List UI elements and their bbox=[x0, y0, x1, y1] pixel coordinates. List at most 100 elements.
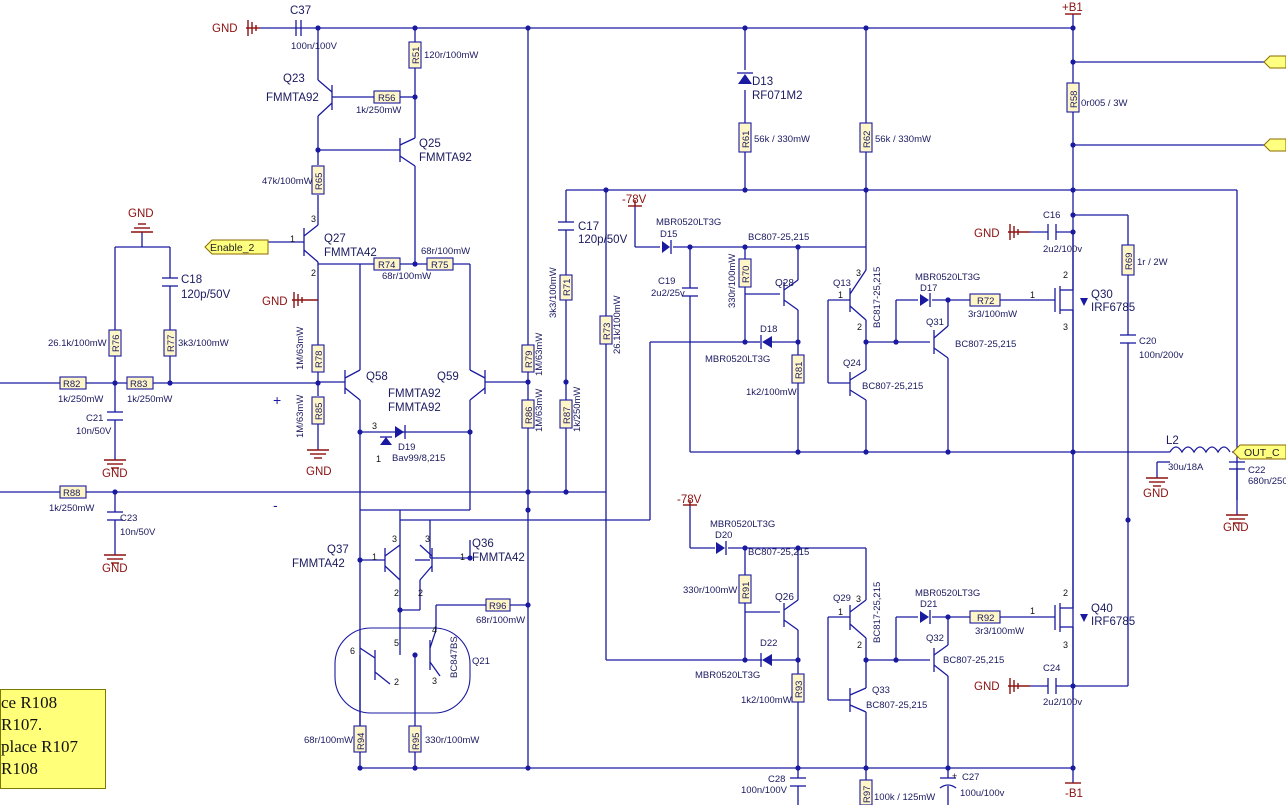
Q40-value: IRF6785 bbox=[1091, 616, 1135, 628]
R94-value: 68r/100mW bbox=[304, 735, 353, 746]
capacitor-symbols: + bbox=[107, 20, 1245, 805]
net-enable-label: Enable_2 bbox=[210, 242, 255, 254]
svg-text:1: 1 bbox=[1030, 606, 1035, 616]
C28-ref: C28 bbox=[768, 774, 785, 785]
C21-ref: C21 bbox=[86, 413, 103, 424]
net-gnd-c37: GND bbox=[212, 23, 238, 35]
svg-text:1: 1 bbox=[372, 552, 377, 562]
Q23-value: FMMTA92 bbox=[266, 92, 319, 104]
resistor-bodies bbox=[59, 41, 1135, 805]
R65-value: 47k/100mW bbox=[262, 176, 313, 187]
C23-value: 10n/50V bbox=[120, 527, 156, 538]
R91-value: 330r/100mW bbox=[683, 585, 737, 596]
Q58-value: FMMTA92 bbox=[388, 388, 441, 400]
R75-value: 68r/100mW bbox=[421, 246, 470, 257]
svg-text:+: + bbox=[952, 771, 957, 781]
C19-value: 2u2/25v bbox=[651, 288, 685, 299]
net-gnd-r85: GND bbox=[306, 466, 332, 478]
C20-ref: C20 bbox=[1139, 336, 1156, 347]
svg-text:2: 2 bbox=[857, 640, 862, 650]
Q59-value: FMMTA92 bbox=[388, 402, 441, 414]
R95-value: 330r/100mW bbox=[425, 735, 479, 746]
R94-ref: R94 bbox=[356, 733, 367, 750]
R79-ref: R79 bbox=[524, 351, 535, 368]
R61-ref: R61 bbox=[741, 131, 752, 148]
R70-value: 330r/100mW bbox=[727, 254, 738, 308]
C22-value: 680n/250 bbox=[1248, 476, 1286, 487]
D18-value: MBR0520LT3G bbox=[705, 354, 770, 365]
R69-value: 1r / 2W bbox=[1137, 257, 1168, 268]
R71-value: 3k3/100mW bbox=[548, 267, 559, 318]
D22-value: MBR0520LT3G bbox=[695, 670, 760, 681]
D13-ref: D13 bbox=[752, 76, 773, 88]
R92-ref: R92 bbox=[977, 613, 994, 624]
svg-text:6: 6 bbox=[350, 646, 355, 656]
L2-value: 30u/18A bbox=[1168, 462, 1204, 473]
R74-ref: R74 bbox=[378, 260, 395, 271]
R51-ref: R51 bbox=[411, 47, 422, 64]
Q58-ref: Q58 bbox=[366, 371, 388, 383]
D18-ref: D18 bbox=[760, 324, 777, 335]
diode-symbols: 31 bbox=[372, 72, 931, 667]
R79-value: 1M/63mW bbox=[534, 333, 545, 376]
Q32-value: BC807-25,215 bbox=[943, 655, 1004, 666]
svg-text:3: 3 bbox=[392, 534, 397, 544]
C17-value: 120p/50V bbox=[578, 234, 628, 246]
Q29-ref: Q29 bbox=[833, 593, 851, 604]
R61-value: 56k / 330mW bbox=[754, 134, 810, 145]
R76-ref: R76 bbox=[111, 335, 122, 352]
svg-text:2: 2 bbox=[394, 588, 399, 598]
R73-value: 26.1k/100mW bbox=[612, 295, 623, 354]
net-gnd-c21: GND bbox=[102, 468, 128, 480]
C37-value: 100n/100V bbox=[291, 41, 338, 52]
net-pos-rail: +B1 bbox=[1062, 2, 1083, 14]
net-gnd-c23: GND bbox=[102, 563, 128, 575]
svg-text:1: 1 bbox=[1030, 290, 1035, 300]
Q13-ref: Q13 bbox=[833, 278, 851, 289]
net-gnd-l2: GND bbox=[1143, 488, 1169, 500]
net-neg-rail: -B1 bbox=[1065, 788, 1083, 800]
C28-value: 100n/100V bbox=[741, 785, 788, 796]
svg-text:1: 1 bbox=[838, 607, 843, 617]
D17-ref: D17 bbox=[920, 283, 937, 294]
svg-text:3: 3 bbox=[311, 214, 316, 224]
Q25-value: FMMTA92 bbox=[419, 152, 472, 164]
Q29-value: BC817-25,215 bbox=[872, 582, 883, 643]
Q28-value: BC807-25,215 bbox=[748, 232, 809, 243]
port-flags bbox=[204, 55, 1286, 460]
Q25-ref: Q25 bbox=[419, 138, 441, 150]
R74-value: 68r/100mW bbox=[382, 271, 431, 282]
R69-ref: R69 bbox=[1124, 253, 1135, 270]
R87-ref: R87 bbox=[562, 407, 573, 424]
C27-value: 100u/100v bbox=[960, 788, 1005, 799]
R76-value: 26.1k/100mW bbox=[48, 338, 107, 349]
Q21-value: BC847BS bbox=[449, 636, 460, 678]
note-line-1: ce R108 bbox=[1, 693, 58, 712]
R86-value: 1M/63mW bbox=[534, 389, 545, 432]
svg-text:3: 3 bbox=[432, 676, 437, 686]
sticky-note: ce R108 R107. place R107 R108 bbox=[0, 689, 106, 789]
R56-ref: R56 bbox=[378, 93, 395, 104]
R85-ref: R85 bbox=[314, 403, 325, 420]
svg-text:1: 1 bbox=[838, 290, 843, 300]
R73-ref: R73 bbox=[602, 323, 613, 340]
R51-value: 120r/100mW bbox=[424, 50, 478, 61]
C16-value: 2u2/100v bbox=[1043, 244, 1082, 255]
svg-text:5: 5 bbox=[394, 638, 399, 648]
R72-value: 3r3/100mW bbox=[968, 309, 1017, 320]
Q59-ref: Q59 bbox=[437, 371, 459, 383]
Q36-value: FMMTA42 bbox=[472, 552, 525, 564]
R86-ref: R86 bbox=[524, 407, 535, 424]
C20-value: 100n/200v bbox=[1139, 350, 1184, 361]
svg-text:2: 2 bbox=[1063, 588, 1068, 598]
Q31-value: BC807-25,215 bbox=[955, 339, 1016, 350]
R82-value: 1k/250mW bbox=[58, 394, 103, 405]
Q27-ref: Q27 bbox=[324, 233, 346, 245]
C19-ref: C19 bbox=[658, 276, 675, 287]
R83-ref: R83 bbox=[130, 379, 147, 390]
R83-value: 1k/250mW bbox=[127, 394, 172, 405]
D13-value: RF071M2 bbox=[752, 90, 803, 102]
input-plus-label: + bbox=[273, 392, 281, 408]
net-gnd-c18: GND bbox=[128, 208, 154, 220]
